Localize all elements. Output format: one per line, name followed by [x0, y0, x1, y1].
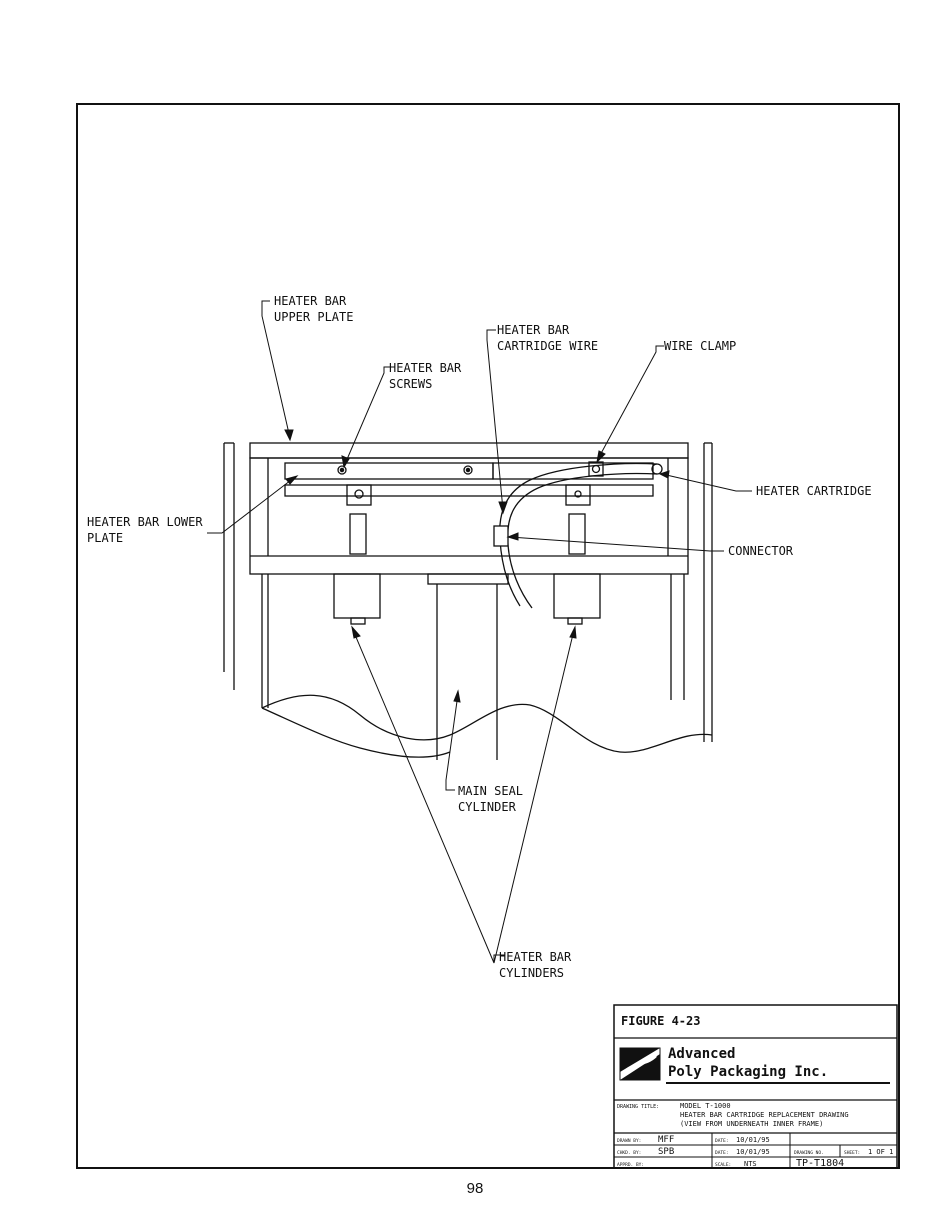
drawn-by: MFF: [658, 1135, 674, 1145]
date-label-2: DATE:: [715, 1150, 729, 1156]
label-lower-plate-line2: PLATE: [87, 531, 123, 545]
page-number: 98: [466, 1180, 484, 1197]
drawing-title-line1: MODEL T-1000: [680, 1102, 731, 1110]
drawing-border: [76, 103, 900, 1169]
drawing-title-line2: HEATER BAR CARTRIDGE REPLACEMENT DRAWING: [680, 1111, 849, 1119]
heater-bar-cylinder: [553, 573, 601, 619]
date-label-1: DATE:: [715, 1138, 729, 1144]
figure-number: FIGURE 4-23: [621, 1014, 700, 1028]
sheet-label: SHEET:: [844, 1150, 860, 1156]
leader-lines: [207, 300, 752, 964]
label-cylinders-line2: CYLINDERS: [499, 966, 564, 980]
label-wire-clamp: WIRE CLAMP: [664, 339, 736, 353]
heater-bar-cylinder: [333, 573, 381, 619]
label-main-seal-line1: MAIN SEAL: [458, 784, 523, 798]
label-cylinders-line1: HEATER BAR: [499, 950, 572, 964]
break-line: [261, 694, 713, 753]
company-name-line1: Advanced: [668, 1046, 735, 1062]
checked-by: SPB: [658, 1147, 674, 1157]
date-checked: 10/01/95: [736, 1148, 770, 1156]
heater-bar-screw: [463, 465, 473, 475]
label-cartridge-wire-line1: HEATER BAR: [497, 323, 570, 337]
sheet-number: 1 OF 1: [868, 1148, 893, 1156]
heater-bar-lower-plate: [284, 462, 494, 480]
label-heater-cartridge: HEATER CARTRIDGE: [756, 484, 872, 498]
heater-bar-screw: [337, 465, 347, 475]
drawn-by-label: DRAWN BY:: [617, 1138, 641, 1144]
checked-by-label: CHKD. BY:: [617, 1150, 641, 1156]
wire-clamp: [588, 461, 604, 477]
drawing-title-label: DRAWING TITLE:: [617, 1104, 659, 1110]
label-upper-plate-line2: UPPER PLATE: [274, 310, 353, 324]
drawing-no-label: DRAWING NO.: [794, 1150, 824, 1156]
company-name-line2: Poly Packaging Inc.: [668, 1064, 828, 1080]
label-screws-line1: HEATER BAR: [389, 361, 462, 375]
label-cartridge-wire-line2: CARTRIDGE WIRE: [497, 339, 598, 353]
connector: [493, 525, 509, 547]
heater-bar-upper-plate: [249, 442, 689, 459]
company-logo: [619, 1047, 661, 1081]
approved-label: APPRD. BY:: [617, 1162, 644, 1168]
label-screws-line2: SCREWS: [389, 377, 432, 391]
heater-bar-assembly: [223, 442, 713, 760]
date-drawn: 10/01/95: [736, 1136, 770, 1144]
label-upper-plate-line1: HEATER BAR: [274, 294, 347, 308]
title-block: FIGURE 4-23 Advanced Poly Packaging Inc.…: [613, 1004, 898, 1169]
drawing-title-line3: (VIEW FROM UNDERNEATH INNER FRAME): [680, 1120, 823, 1128]
scale-label: SCALE:: [715, 1162, 731, 1168]
scale-value: NTS: [744, 1160, 757, 1168]
main-seal-cylinder: [427, 573, 509, 585]
label-lower-plate-line1: HEATER BAR LOWER: [87, 515, 203, 529]
label-main-seal-line2: CYLINDER: [458, 800, 517, 814]
drawing-number: TP-T1804: [796, 1158, 844, 1169]
label-connector: CONNECTOR: [728, 544, 794, 558]
